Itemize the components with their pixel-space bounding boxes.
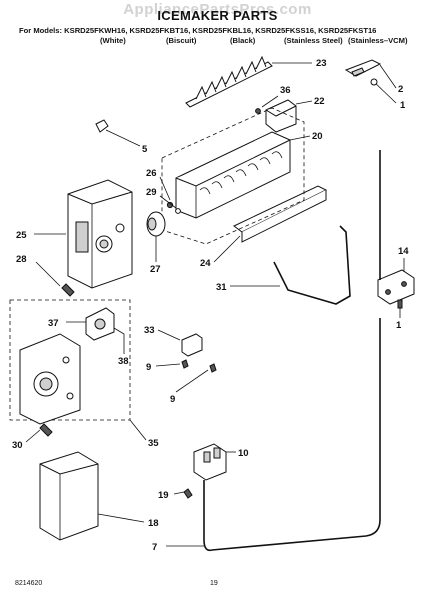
part-10-water-valve — [193, 443, 236, 481]
part-18-pad — [39, 451, 145, 541]
page-number: 19 — [210, 580, 218, 587]
part-2-bracket — [344, 59, 397, 104]
callout-38: 38 — [118, 356, 129, 367]
callout-14: 14 — [398, 246, 409, 257]
part-23-ejector-blade — [185, 55, 312, 108]
callout-35: 35 — [148, 438, 159, 449]
callout-37: 37 — [48, 318, 59, 329]
callout-30: 30 — [12, 440, 23, 451]
callout-33: 33 — [144, 325, 155, 336]
callout-5: 5 — [142, 144, 148, 155]
part-14-bracket — [377, 258, 415, 318]
part-20-ice-mold — [175, 131, 311, 219]
part-30-screw — [25, 423, 53, 443]
part-26-29-fasteners — [159, 176, 181, 214]
doc-number: 8214620 — [15, 580, 43, 587]
callout-25: 25 — [16, 230, 27, 241]
finish-stainless-steel: (Stainless Steel) — [284, 36, 343, 45]
page-title: ICEMAKER PARTS — [157, 8, 278, 23]
callout-23: 23 — [316, 58, 327, 69]
part-27-coupler — [146, 211, 166, 262]
part-24-strip — [213, 185, 328, 263]
callout-9-lower: 9 — [170, 394, 175, 405]
part-22-cover — [265, 99, 313, 133]
callout-26: 26 — [146, 168, 157, 179]
callout-19: 19 — [158, 490, 169, 501]
watermark: AppliancePartsPros.com — [123, 1, 312, 18]
callout-29: 29 — [146, 187, 157, 198]
callout-28: 28 — [16, 254, 27, 265]
part-35-front-plate — [19, 333, 81, 425]
part-25-control-housing — [34, 179, 133, 289]
part-5-clip — [95, 119, 141, 147]
callout-24: 24 — [200, 258, 211, 269]
part-36-screw — [255, 95, 279, 114]
callout-27: 27 — [150, 264, 161, 275]
part-7-fill-tube — [166, 150, 381, 552]
callout-9-upper: 9 — [146, 362, 151, 373]
model-list: For Models: KSRD25FKWH16, KSRD25FKBT16, … — [19, 26, 377, 35]
callout-1-top: 1 — [400, 100, 406, 111]
part-38-wire — [113, 327, 125, 354]
part-35-frame — [9, 299, 147, 441]
callout-36: 36 — [280, 85, 291, 96]
callout-10: 10 — [238, 448, 249, 459]
part-31-feeler-arm — [230, 225, 351, 305]
finish-biscuit: (Biscuit) — [166, 36, 197, 45]
callout-20: 20 — [312, 131, 323, 142]
callout-1-right: 1 — [396, 320, 402, 331]
callout-2: 2 — [398, 84, 403, 95]
callout-31: 31 — [216, 282, 227, 293]
part-37-motor — [66, 307, 115, 341]
finish-black: (Black) — [230, 36, 256, 45]
finish-stainless-vcm: (Stainless–VCM) — [348, 36, 408, 45]
callout-22: 22 — [314, 96, 325, 107]
part-9-screws — [155, 359, 217, 393]
part-33-cap — [157, 329, 203, 357]
part-28-screw — [35, 261, 75, 297]
part-19-screw — [173, 488, 193, 499]
finish-white: (White) — [100, 36, 126, 45]
callout-18: 18 — [148, 518, 159, 529]
callout-7: 7 — [152, 542, 157, 553]
